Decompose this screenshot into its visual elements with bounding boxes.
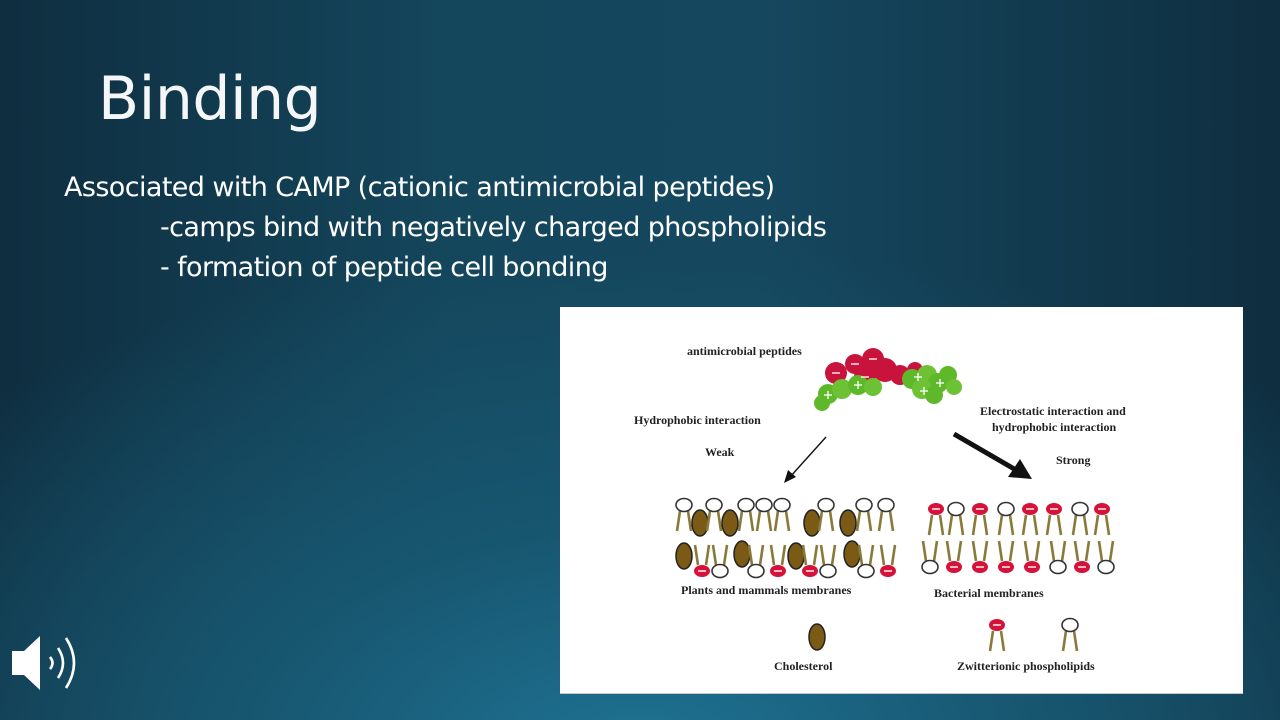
speaker-icon[interactable] [10, 632, 84, 694]
cholesterol-legend-icon [808, 623, 826, 651]
bullet-main: Associated with CAMP (cationic antimicro… [64, 172, 775, 203]
label-zwitterionic-phospholipids: Zwitterionic phospholipids [957, 659, 1095, 673]
label-electrostatic-2: hydrophobic interaction [992, 420, 1116, 434]
peptide-molecule-icon [814, 348, 962, 411]
anionic-lipid-legend-icon [987, 617, 1007, 653]
plants-mammals-membrane [674, 497, 898, 579]
zwitterionic-lipid-legend-icon [1060, 617, 1080, 653]
bacterial-membrane [920, 501, 1116, 575]
label-weak: Weak [705, 445, 735, 459]
label-strong: Strong [1056, 453, 1090, 467]
strong-arrow-icon [952, 431, 1032, 479]
label-bacterial-membranes: Bacterial membranes [934, 586, 1044, 600]
membrane-binding-figure: antimicrobial peptides [560, 307, 1243, 694]
slide-title: Binding [98, 64, 322, 134]
label-hydrophobic-interaction: Hydrophobic interaction [634, 413, 761, 427]
label-electrostatic-1: Electrostatic interaction and [980, 404, 1126, 418]
label-cholesterol: Cholesterol [774, 659, 833, 673]
slide-body: Associated with CAMP (cationic antimicro… [64, 168, 827, 288]
label-plants-mammals-membranes: Plants and mammals membranes [681, 583, 852, 597]
bullet-sub-1: -camps bind with negatively charged phos… [160, 212, 827, 243]
bullet-sub-2: - formation of peptide cell bonding [160, 252, 608, 283]
weak-arrow-icon [784, 436, 827, 483]
label-antimicrobial-peptides: antimicrobial peptides [687, 344, 802, 358]
